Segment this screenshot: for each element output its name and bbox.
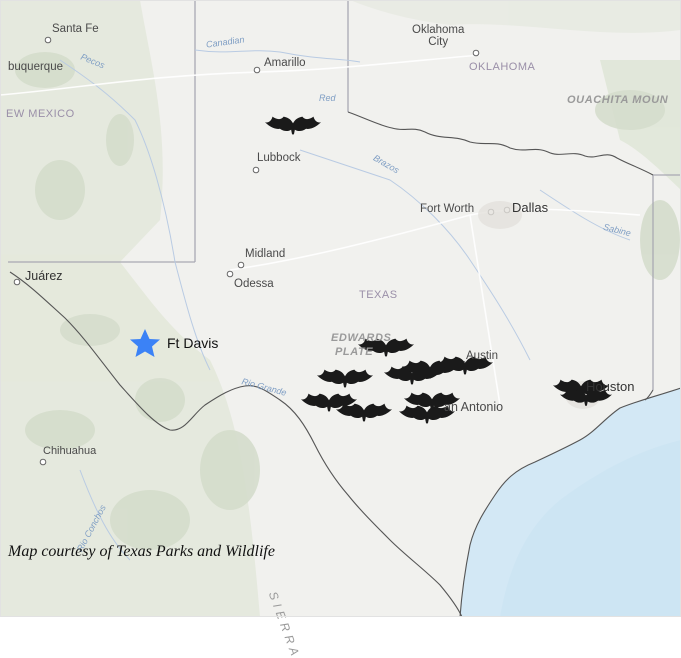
label-plateau: PLATE — [335, 346, 374, 358]
mountain-texture — [15, 52, 680, 550]
star-icon — [130, 329, 160, 357]
label-houston: Houston — [586, 379, 635, 394]
label-amarillo: Amarillo — [264, 57, 306, 69]
label-albuquerque: buquerque — [8, 61, 63, 73]
label-lubbock: Lubbock — [257, 152, 301, 164]
label-fort-worth: Fort Worth — [420, 203, 475, 215]
label-dallas: Dallas — [512, 200, 549, 215]
map-caption: Map courtesy of Texas Parks and Wildlife — [8, 543, 275, 560]
label-edwards: EDWARDS — [331, 332, 392, 344]
label-juarez: Juárez — [25, 269, 63, 283]
state-borders — [8, 0, 681, 390]
label-chihuahua: Chihuahua — [43, 445, 97, 457]
roads — [0, 54, 641, 406]
texas-oklahoma-border — [347, 111, 654, 176]
label-texas: TEXAS — [359, 289, 398, 301]
marker-label-ft-davis: Ft Davis — [167, 335, 219, 351]
label-san-antonio: an Antonio — [444, 400, 504, 414]
label-new-mexico: EW MEXICO — [6, 108, 75, 120]
label-austin: Austin — [466, 350, 498, 362]
texas-coastline — [459, 387, 681, 617]
rivers — [59, 49, 631, 561]
label-ouachita-mountains: OUACHITA MOUN — [567, 94, 669, 106]
label-santa-fe: Santa Fe — [52, 23, 99, 35]
label-red-river: Red — [319, 93, 336, 103]
label-midland: Midland — [245, 248, 286, 260]
label-odessa: Odessa — [234, 278, 274, 290]
map-canvas — [0, 0, 681, 617]
label-oklahoma-city: Oklahoma City — [412, 24, 465, 49]
label-oklahoma: OKLAHOMA — [469, 61, 536, 73]
texas-mexico-border — [9, 271, 463, 617]
